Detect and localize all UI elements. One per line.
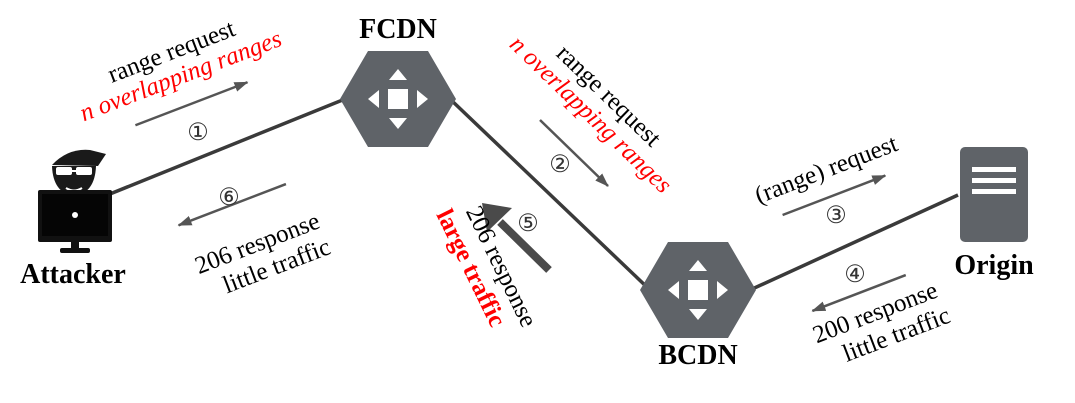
step-3-number: ③ bbox=[825, 203, 847, 229]
step-2: range request n overlapping ranges bbox=[504, 31, 677, 199]
connections bbox=[99, 97, 959, 292]
hacker-at-computer-icon bbox=[38, 149, 112, 253]
step-5-arrowhead bbox=[482, 203, 512, 232]
step-1: range request n overlapping ranges bbox=[76, 15, 285, 127]
step-3-arrow bbox=[782, 174, 887, 217]
link-bcdn-origin bbox=[749, 193, 959, 292]
step-6-arrow bbox=[177, 182, 287, 227]
fcdn-hexagon-icon bbox=[340, 51, 456, 147]
server-icon bbox=[960, 147, 1028, 242]
step-5-number: ⑤ bbox=[517, 211, 539, 237]
step-1-number: ① bbox=[187, 120, 209, 146]
bcdn-hexagon-icon bbox=[640, 242, 756, 338]
step-2-number: ② bbox=[549, 152, 571, 178]
step-4-arrow bbox=[811, 273, 907, 313]
step-4: 200 response little traffic bbox=[809, 273, 954, 368]
fcdn-label: FCDN bbox=[359, 14, 437, 45]
step-6: 206 response little traffic bbox=[177, 182, 334, 299]
link-fcdn-bcdn bbox=[448, 97, 652, 292]
bcdn-label: BCDN bbox=[658, 340, 737, 371]
link-attacker-fcdn bbox=[99, 97, 346, 200]
step-2-arrow bbox=[539, 119, 609, 187]
attacker-label: Attacker bbox=[20, 259, 126, 290]
step-5-thick-arrow bbox=[497, 219, 552, 273]
step-1-arrow bbox=[134, 81, 249, 127]
origin-label: Origin bbox=[954, 250, 1034, 281]
step-4-number: ④ bbox=[844, 262, 866, 288]
step-6-number: ⑥ bbox=[218, 185, 240, 211]
